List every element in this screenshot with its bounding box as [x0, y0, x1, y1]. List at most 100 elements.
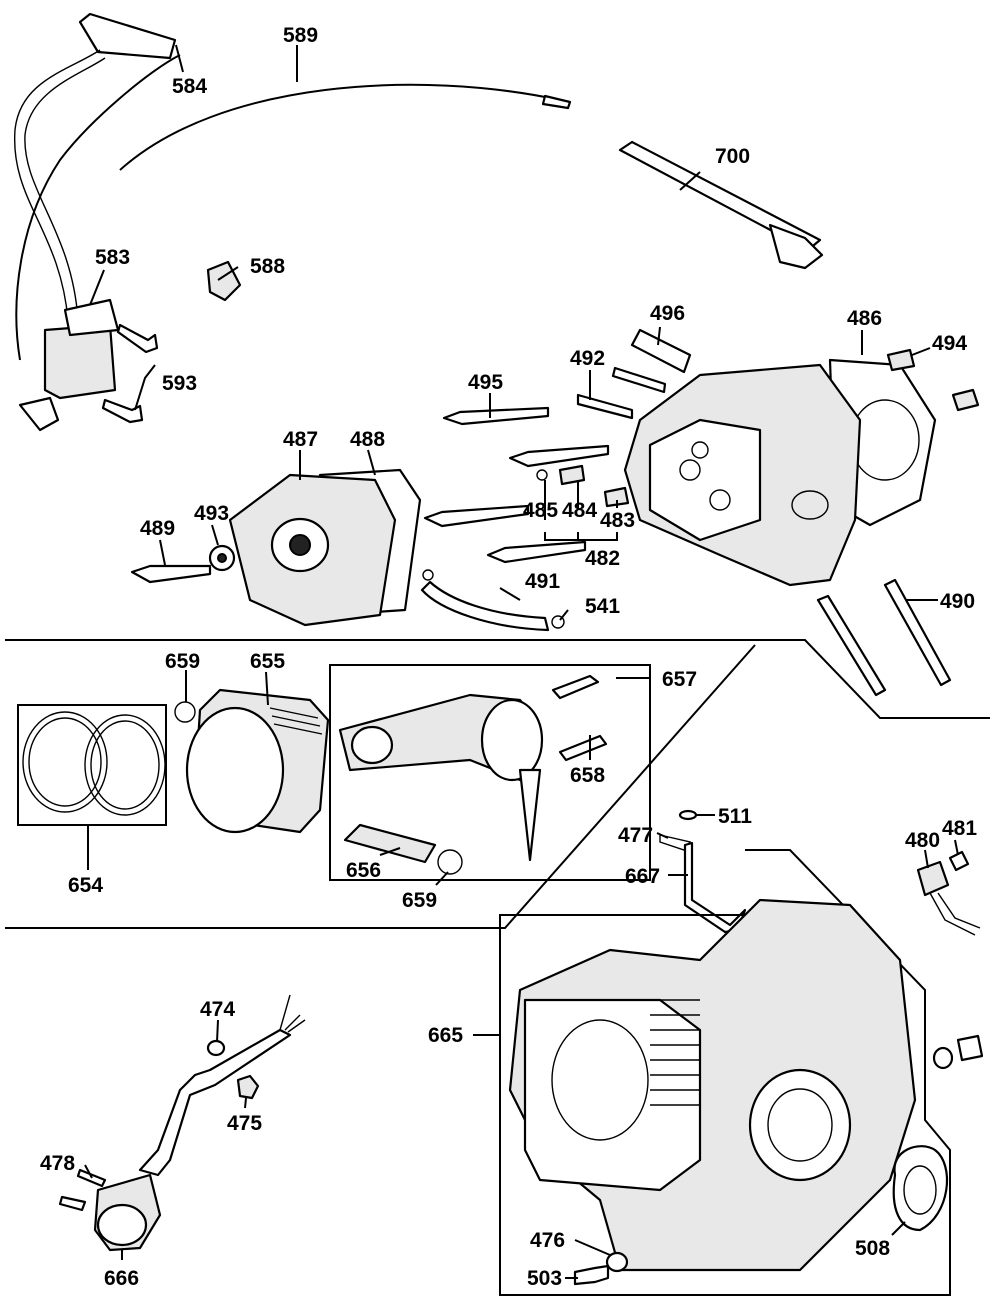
dipper	[518, 768, 542, 862]
bolt-658a	[551, 674, 600, 700]
bolt-a	[508, 444, 610, 468]
label-508: 508	[855, 1237, 890, 1260]
label-503: 503	[527, 1267, 562, 1290]
label-484: 484	[562, 499, 597, 522]
label-485: 485	[523, 499, 558, 522]
label-541: 541	[585, 595, 620, 618]
screw-478b	[58, 1195, 87, 1212]
rocker-cover-group	[130, 468, 422, 627]
label-477: 477	[618, 824, 653, 847]
label-481: 481	[942, 817, 977, 840]
label-492: 492	[570, 347, 605, 370]
label-656: 656	[346, 859, 381, 882]
label-659-top: 659	[165, 650, 200, 673]
stud-490b	[883, 578, 952, 687]
high-tension-lead-outer	[24, 57, 106, 321]
coil-top	[63, 298, 120, 337]
part-number-labels: 589 584 583 588 593 700 496 486 494 492 …	[40, 24, 977, 1290]
screw-481	[948, 850, 970, 872]
high-tension-lead	[14, 49, 101, 321]
spark-plug-cap	[78, 12, 177, 60]
label-589: 589	[283, 24, 318, 47]
coil-lead-end	[18, 396, 60, 432]
label-494: 494	[932, 332, 967, 355]
piston-pin-656	[343, 823, 437, 864]
label-489: 489	[140, 517, 175, 540]
oil-sensor-group	[58, 994, 306, 1252]
screw-593-upper	[116, 323, 159, 354]
leader-lines	[84, 44, 959, 1279]
circlip-659b	[437, 849, 463, 875]
label-654: 654	[68, 874, 103, 897]
washer-511	[678, 809, 698, 821]
cylinder-head-group	[442, 328, 980, 587]
crankcase-group	[499, 849, 984, 1296]
stud-492	[576, 393, 634, 420]
label-474: 474	[200, 998, 235, 1021]
label-667: 667	[625, 865, 660, 888]
label-588: 588	[250, 255, 285, 278]
clip-485	[536, 469, 548, 481]
sleeve-484	[558, 464, 586, 486]
stud-490a	[816, 594, 887, 697]
breather-hose-491	[420, 580, 550, 632]
label-480: 480	[905, 829, 940, 852]
spark-plug-496	[630, 328, 692, 374]
label-665: 665	[428, 1024, 463, 1047]
sleeve-483	[603, 486, 630, 508]
label-658: 658	[570, 764, 605, 787]
bolt-495	[442, 406, 550, 426]
circlip-659a	[174, 701, 196, 723]
grommet-474	[206, 1039, 226, 1057]
label-483: 483	[600, 509, 635, 532]
label-476: 476	[530, 1229, 565, 1252]
label-593: 593	[162, 372, 197, 395]
nut-475	[236, 1074, 260, 1100]
stud-492b	[611, 366, 667, 394]
dowel-494b	[951, 388, 980, 412]
screw-593-lower	[101, 398, 144, 424]
bolts-482-group	[420, 444, 952, 697]
label-700: 700	[715, 145, 750, 168]
label-659-bottom: 659	[402, 889, 437, 912]
label-657: 657	[662, 668, 697, 691]
bolt-c	[486, 540, 587, 564]
switch-480	[916, 860, 950, 897]
label-478: 478	[40, 1152, 75, 1175]
dowel-494a	[886, 348, 916, 372]
label-475: 475	[227, 1112, 262, 1135]
wire-terminal	[541, 94, 572, 110]
label-490: 490	[940, 590, 975, 613]
label-486: 486	[847, 307, 882, 330]
washer-drain	[932, 1046, 954, 1070]
sensor-wire	[138, 1028, 292, 1177]
piston-rings-box	[17, 704, 167, 826]
extension-tube-700	[618, 140, 824, 270]
bolt-489	[130, 564, 212, 584]
label-496: 496	[650, 302, 685, 325]
ground-wire-589	[15, 54, 181, 361]
label-511: 511	[718, 805, 752, 828]
governor-group	[659, 809, 981, 936]
bolt-658b	[558, 734, 608, 762]
label-583: 583	[95, 246, 130, 269]
connecting-rod-box	[329, 664, 651, 881]
governor-arm-667	[683, 841, 747, 934]
label-482: 482	[585, 547, 620, 570]
label-495: 495	[468, 371, 503, 394]
piston-group	[17, 664, 651, 881]
label-655: 655	[250, 650, 285, 673]
ignition-coil	[43, 323, 117, 400]
section-dividers	[5, 639, 990, 929]
ignition-coil-group	[14, 12, 572, 432]
label-493: 493	[194, 502, 229, 525]
oil-seal-508	[892, 1145, 949, 1232]
washer-476	[605, 1251, 629, 1273]
label-584: 584	[172, 75, 207, 98]
bolt-503	[573, 1264, 610, 1286]
label-666: 666	[104, 1267, 139, 1290]
ground-wire-long	[119, 83, 561, 171]
label-488: 488	[350, 428, 385, 451]
bolt-b	[423, 504, 530, 528]
